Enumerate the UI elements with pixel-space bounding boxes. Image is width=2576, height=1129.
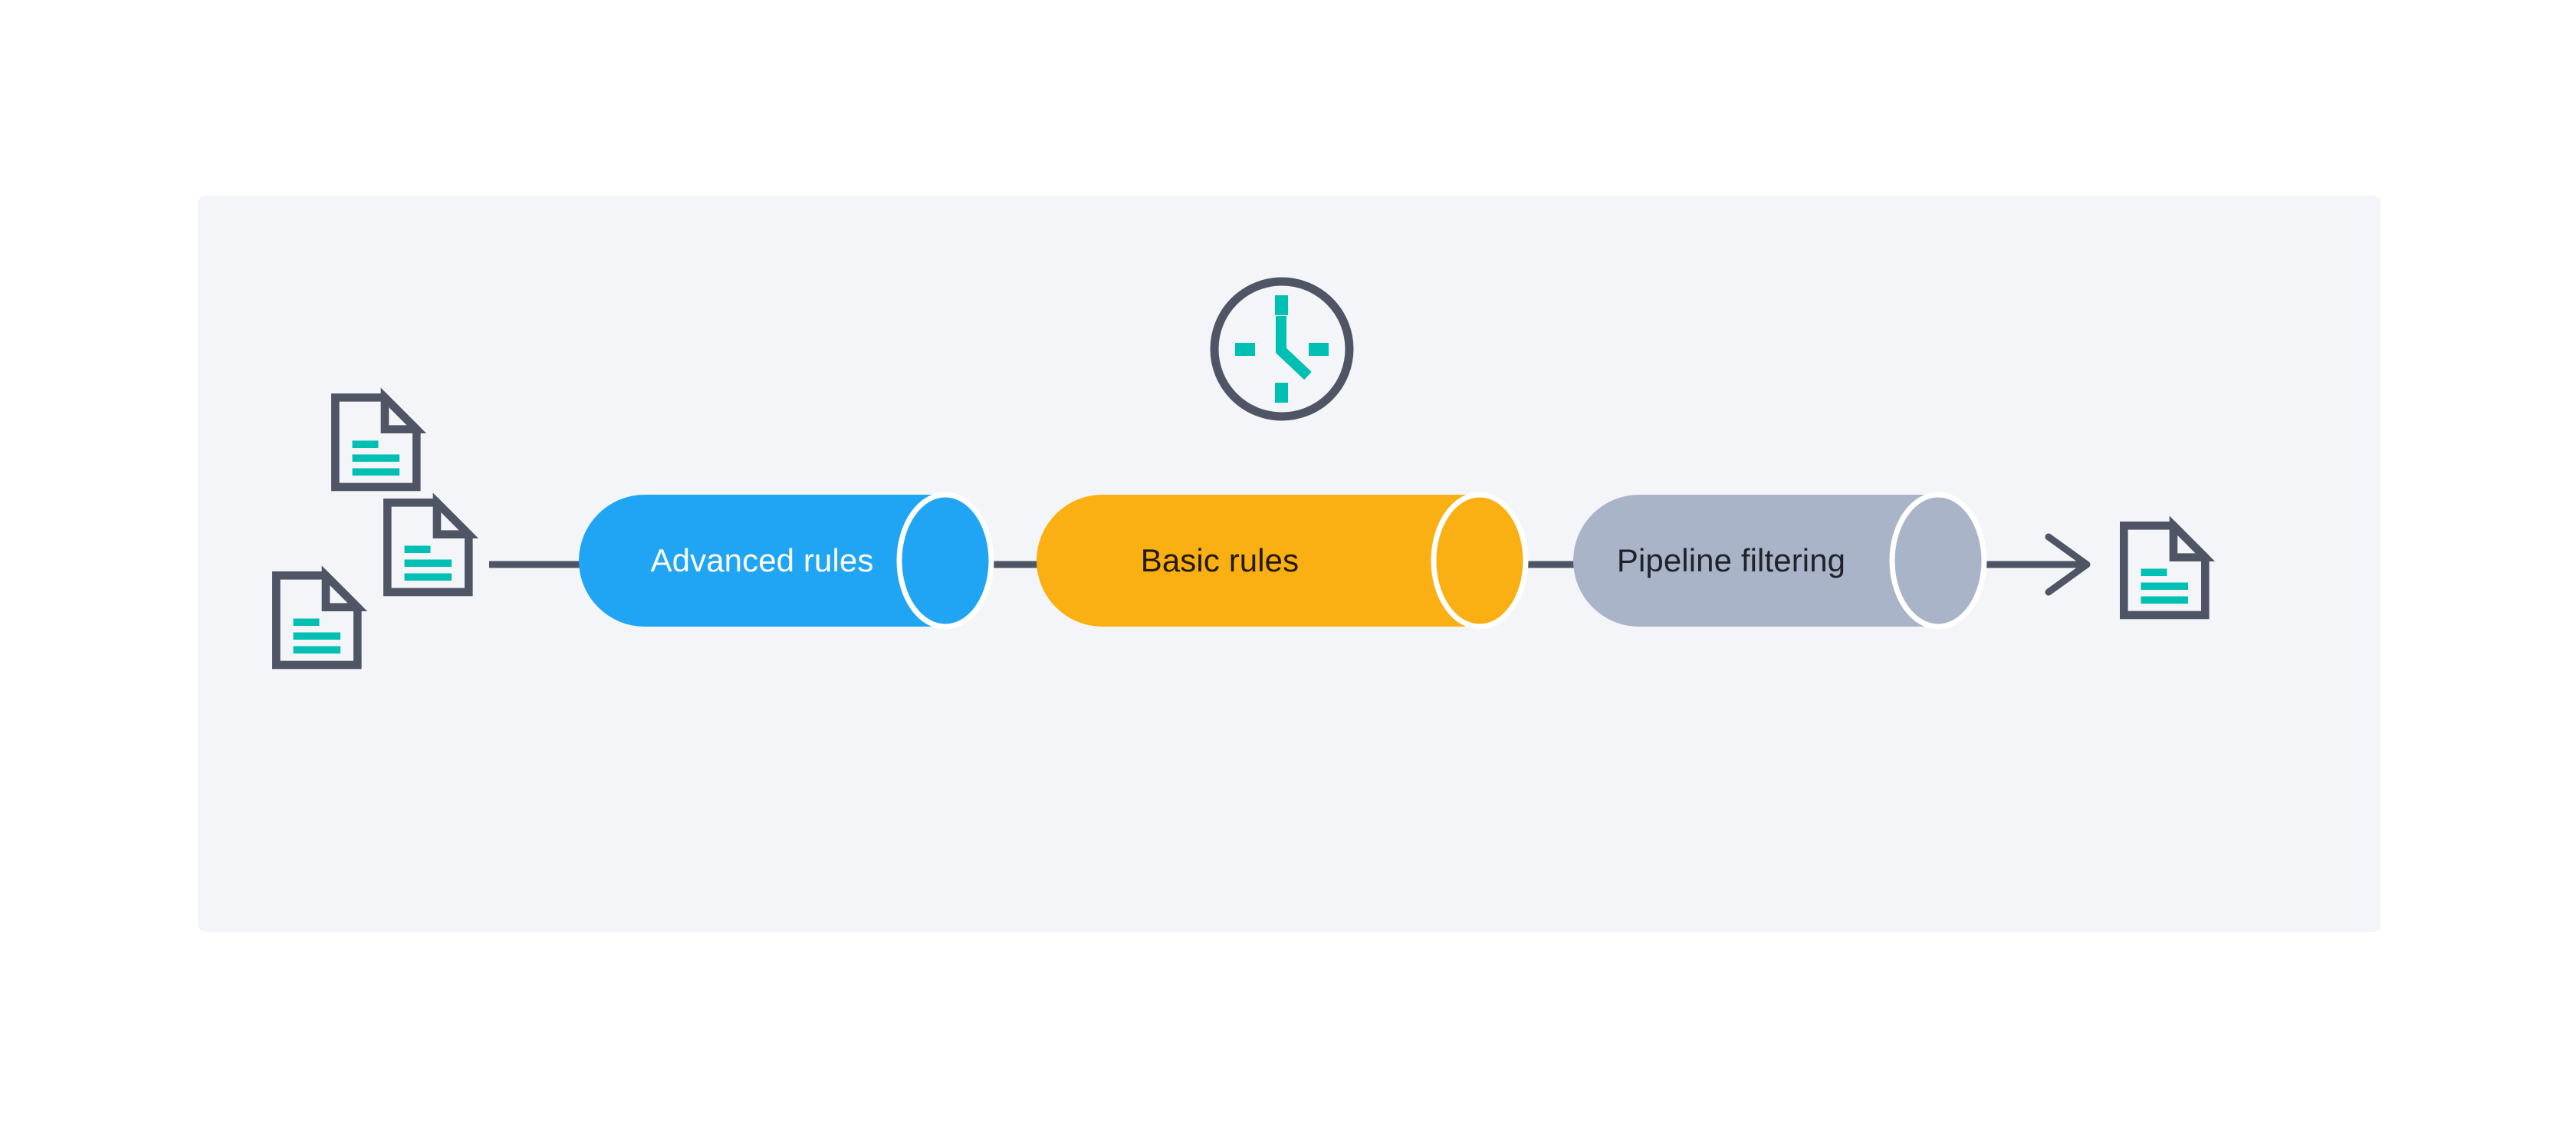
stage-basic-rules[interactable] xyxy=(1037,492,1529,630)
clock-icon xyxy=(1210,277,1354,421)
output-document xyxy=(2124,525,2205,615)
input-document-1 xyxy=(335,397,416,487)
stage-advanced-rules[interactable] xyxy=(579,492,994,630)
clock-tick-9 xyxy=(1235,343,1255,356)
clock-hands xyxy=(1276,316,1312,380)
clock-tick-3 xyxy=(1309,343,1329,356)
clock-tick-12 xyxy=(1275,295,1288,315)
clock-tick-6 xyxy=(1275,383,1288,403)
input-document-3 xyxy=(276,575,357,665)
input-document-2 xyxy=(387,502,468,592)
stage-pipeline-filtering[interactable] xyxy=(1573,492,1987,630)
